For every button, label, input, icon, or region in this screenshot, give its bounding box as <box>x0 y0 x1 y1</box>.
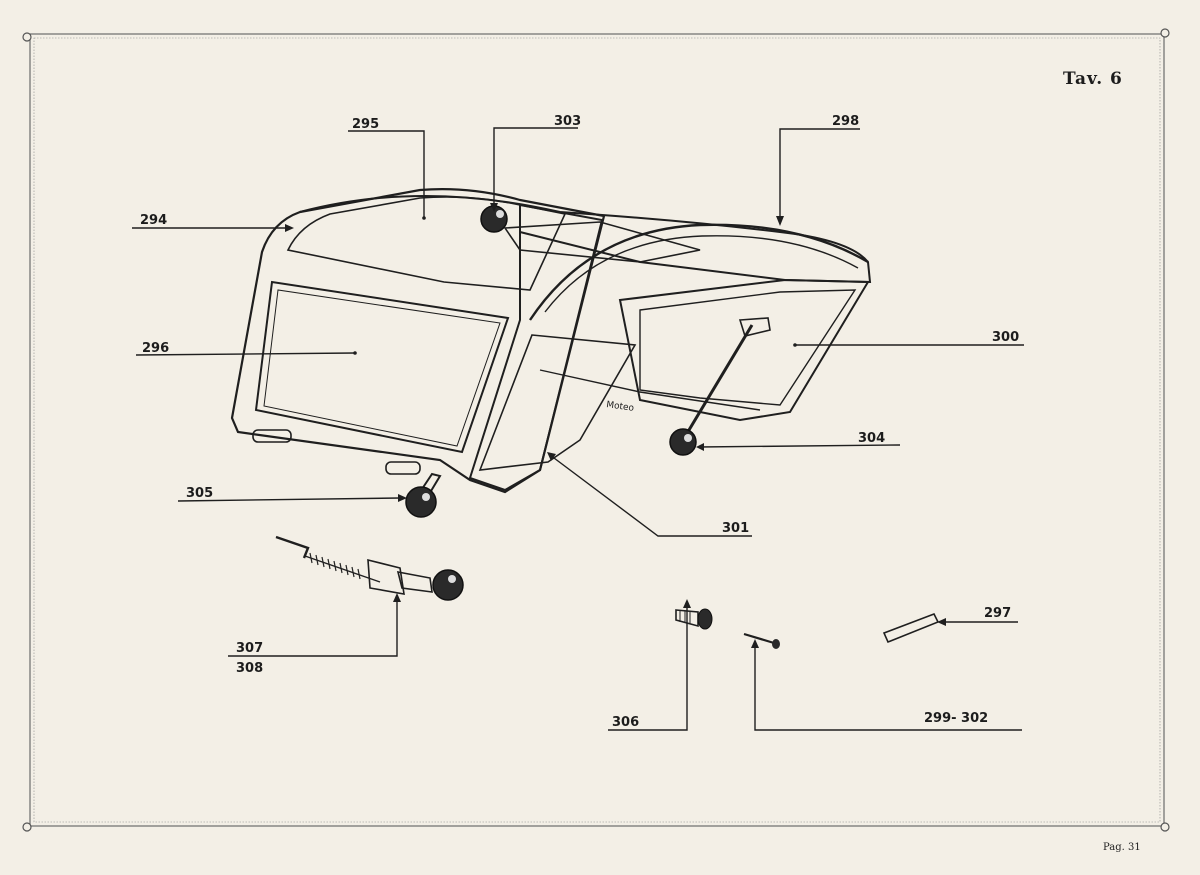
knob-305 <box>405 486 437 518</box>
callout-306: 306 <box>612 715 639 730</box>
page-number: Pag. 31 <box>1103 842 1141 853</box>
callout-298: 298 <box>832 114 859 129</box>
callout-labels: 294 295 303 298 296 300 304 305 301 307 … <box>140 114 1019 730</box>
callout-296: 296 <box>142 341 169 356</box>
callout-299-302: 299- 302 <box>924 711 988 726</box>
knob-304 <box>669 428 697 456</box>
strip-part-297 <box>882 612 940 644</box>
callout-304: 304 <box>858 431 885 446</box>
callout-303: 303 <box>554 114 581 129</box>
callout-295: 295 <box>352 117 379 132</box>
callout-308: 308 <box>236 661 263 676</box>
pin-part-299-302 <box>743 632 780 649</box>
callout-307: 307 <box>236 641 263 656</box>
callout-297: 297 <box>984 606 1011 621</box>
leader-lines <box>132 127 1024 731</box>
spring-latch-part <box>275 535 464 601</box>
plate-title: Tav. 6 <box>1063 69 1123 89</box>
plate-border <box>22 28 1170 832</box>
callout-294: 294 <box>140 213 167 228</box>
callout-301: 301 <box>722 521 749 536</box>
cab-roof-assembly <box>230 188 872 497</box>
drawing-signature: Moteo <box>606 400 635 414</box>
callout-300: 300 <box>992 330 1019 345</box>
bolt-part-306 <box>675 608 713 630</box>
callout-305: 305 <box>186 486 213 501</box>
